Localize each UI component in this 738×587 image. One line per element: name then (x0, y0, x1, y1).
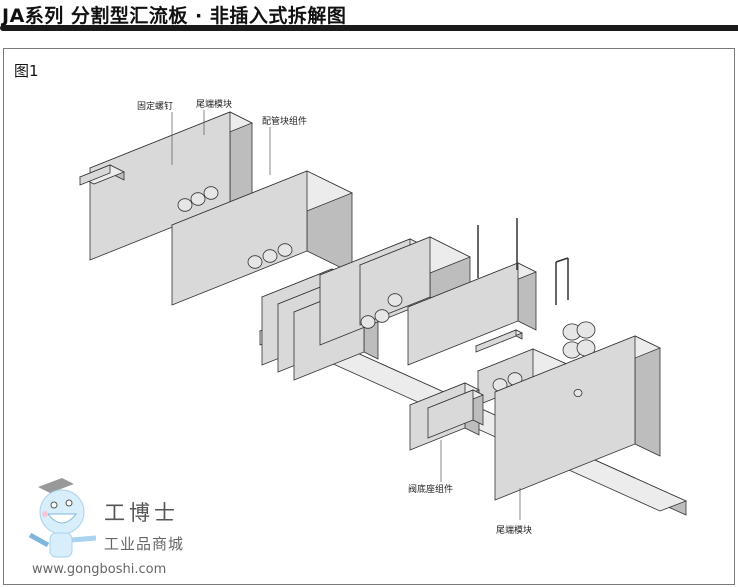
screw-hole (573, 388, 583, 397)
mascot-body (49, 532, 73, 558)
page-title: JA系列 分割型汇流板 · 非插入式拆解图 (2, 5, 347, 27)
end-module-right-front (494, 335, 636, 501)
port (177, 198, 193, 212)
callout-fixing-screw: 固定螺钉 (137, 102, 174, 112)
watermark-brand: 工博士 (104, 501, 179, 525)
port (277, 243, 293, 257)
mascot-cap (38, 478, 74, 493)
watermark-tagline: 工业品商城 (104, 535, 185, 553)
end-plate-tab-front (79, 164, 111, 186)
port (262, 249, 278, 263)
figure-frame (3, 48, 735, 585)
callout-end-module-top: 尾端模块 (196, 100, 233, 110)
watermark-url: www.gongboshi.com (32, 562, 167, 577)
watermark-mascot (28, 478, 97, 558)
manifold-parts (79, 111, 688, 516)
port (387, 293, 403, 307)
callout-end-module-bottom: 尾端模块 (496, 526, 533, 536)
wrench-icon (28, 532, 50, 548)
port (203, 186, 219, 200)
figure-label: 图1 (14, 62, 39, 80)
title-rule (0, 25, 738, 31)
clip (555, 257, 569, 263)
piping-block-front (171, 170, 308, 306)
leader-lines (171, 110, 521, 520)
valve-5-front (359, 236, 431, 326)
valve-base-assembly-2-front (427, 389, 474, 439)
port (360, 315, 376, 329)
valve-single-front (407, 262, 519, 366)
callout-piping-block: 配管块组件 (262, 117, 308, 127)
port (190, 192, 206, 206)
port (374, 309, 390, 323)
gasket-front (475, 329, 517, 353)
callout-valve-base: 阀底座组件 (408, 485, 454, 495)
port (247, 255, 263, 269)
fitting (576, 321, 596, 339)
